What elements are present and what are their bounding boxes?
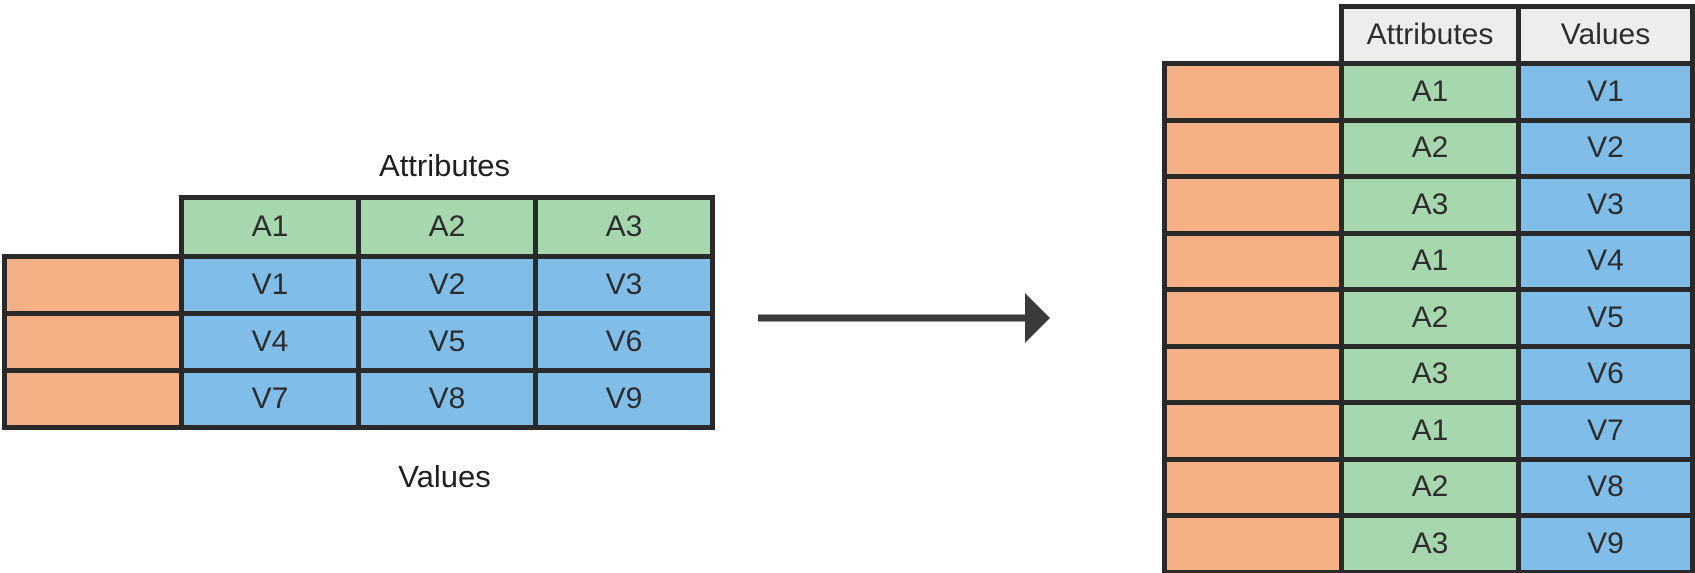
result-table: Attributes Values A1 V1 A2 V2 A3 V3 A1 V…	[1162, 4, 1695, 573]
result-header-values: Values	[1516, 4, 1695, 66]
result-row: A1 V7	[1162, 400, 1695, 462]
result-row-key-cell	[1162, 400, 1344, 462]
result-blank-corner	[1165, 7, 1342, 64]
source-value-cell: V5	[356, 311, 538, 373]
source-value-cell: V2	[356, 254, 538, 316]
source-table: A1 A2 A3 V1 V2 V3 V4 V5 V6 V7 V8 V9	[2, 195, 715, 430]
result-row-key-cell	[1162, 174, 1344, 236]
result-row: A3 V6	[1162, 343, 1695, 405]
source-attribute-header: A3	[533, 195, 715, 259]
source-data-row: V4 V5 V6	[2, 311, 715, 373]
result-attribute-cell: A3	[1339, 513, 1521, 573]
source-value-cell: V1	[179, 254, 361, 316]
result-row-key-cell	[1162, 287, 1344, 349]
source-header-row: A1 A2 A3	[5, 195, 715, 259]
result-row-key-cell	[1162, 117, 1344, 179]
result-attribute-cell: A3	[1339, 174, 1521, 236]
source-value-cell: V8	[356, 368, 538, 430]
source-value-cell: V4	[179, 311, 361, 373]
result-row: A3 V3	[1162, 174, 1695, 236]
result-row: A1 V4	[1162, 230, 1695, 292]
result-header-attributes: Attributes	[1339, 4, 1521, 66]
result-row: A2 V5	[1162, 287, 1695, 349]
result-row-key-cell	[1162, 456, 1344, 518]
result-row: A2 V2	[1162, 117, 1695, 179]
result-attribute-cell: A1	[1339, 61, 1521, 123]
result-row: A3 V9	[1162, 513, 1695, 573]
result-value-cell: V5	[1516, 287, 1695, 349]
result-row: A1 V1	[1162, 61, 1695, 123]
result-value-cell: V8	[1516, 456, 1695, 518]
source-attribute-header: A2	[356, 195, 538, 259]
result-row-key-cell	[1162, 61, 1344, 123]
source-data-row: V1 V2 V3	[2, 254, 715, 316]
result-value-cell: V7	[1516, 400, 1695, 462]
source-value-cell: V6	[533, 311, 715, 373]
result-value-cell: V1	[1516, 61, 1695, 123]
source-row-key-cell	[2, 368, 184, 430]
result-value-cell: V2	[1516, 117, 1695, 179]
source-value-cell: V7	[179, 368, 361, 430]
result-row: A2 V8	[1162, 456, 1695, 518]
result-value-cell: V4	[1516, 230, 1695, 292]
result-header-row: Attributes Values	[1165, 4, 1695, 66]
result-attribute-cell: A3	[1339, 343, 1521, 405]
source-blank-corner	[5, 198, 182, 257]
source-value-cell: V3	[533, 254, 715, 316]
source-attribute-header: A1	[179, 195, 361, 259]
result-value-cell: V9	[1516, 513, 1695, 573]
result-attribute-cell: A1	[1339, 230, 1521, 292]
result-value-cell: V3	[1516, 174, 1695, 236]
source-attributes-label: Attributes	[379, 148, 510, 183]
result-row-key-cell	[1162, 230, 1344, 292]
source-values-label: Values	[398, 459, 491, 494]
result-row-key-cell	[1162, 513, 1344, 573]
result-value-cell: V6	[1516, 343, 1695, 405]
source-row-key-cell	[2, 254, 184, 316]
result-row-key-cell	[1162, 343, 1344, 405]
result-attribute-cell: A2	[1339, 456, 1521, 518]
source-value-cell: V9	[533, 368, 715, 430]
transform-arrow-icon	[757, 290, 1051, 346]
source-data-row: V7 V8 V9	[2, 368, 715, 430]
source-row-key-cell	[2, 311, 184, 373]
result-attribute-cell: A1	[1339, 400, 1521, 462]
result-attribute-cell: A2	[1339, 287, 1521, 349]
result-attribute-cell: A2	[1339, 117, 1521, 179]
